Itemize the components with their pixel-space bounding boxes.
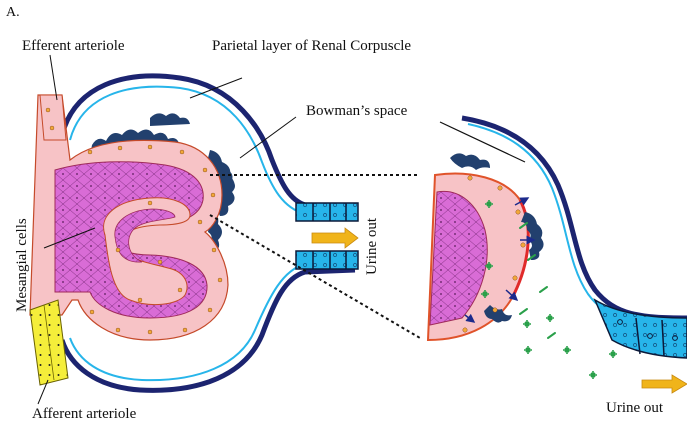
tubule-bottom	[296, 251, 358, 269]
label-bowmans-space: Bowman’s space	[306, 103, 408, 119]
panel-label: A.	[6, 5, 20, 20]
label-urine-out-right: Urine out	[606, 400, 664, 416]
label-parietal-layer: Parietal layer of Renal Corpuscle	[212, 38, 411, 54]
zoom-tubule	[595, 300, 687, 358]
urine-arrow-center	[312, 228, 358, 248]
efferent-leader	[50, 55, 57, 100]
urine-arrow-right	[642, 375, 687, 393]
label-afferent-arteriole: Afferent arteriole	[32, 406, 137, 422]
label-efferent-arteriole: Efferent arteriole	[22, 38, 125, 54]
label-urine-out-center: Urine out	[364, 217, 380, 275]
label-mesangial-cells: Mesangial cells	[14, 218, 30, 312]
efferent-arteriole	[40, 95, 66, 140]
tubule-top	[296, 203, 358, 221]
